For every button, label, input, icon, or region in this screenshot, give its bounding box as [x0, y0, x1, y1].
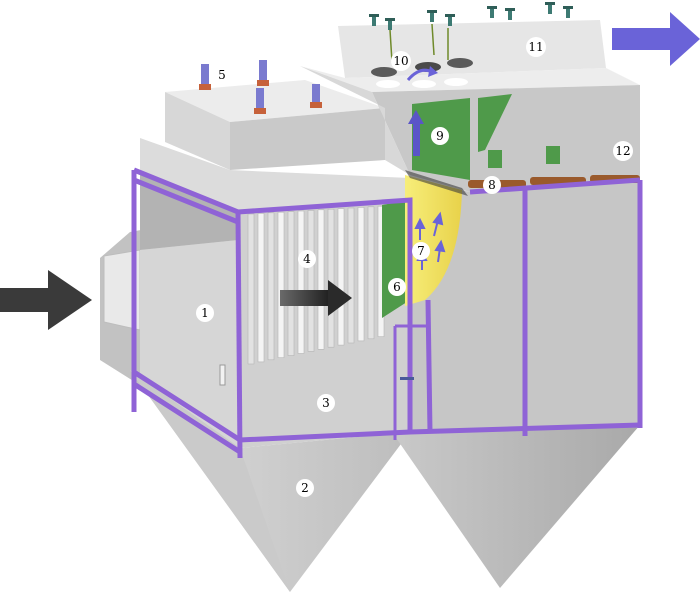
svg-text:5: 5 [218, 68, 226, 82]
callout-4: 4 [298, 250, 316, 268]
callout-7: 7 [412, 242, 430, 260]
callout-11: 11 [526, 37, 546, 57]
pulse-valves-right [369, 2, 573, 63]
callout-3: 3 [317, 394, 335, 412]
baffle-fin [337, 208, 345, 346]
svg-text:2: 2 [301, 481, 309, 495]
callout-8: 8 [483, 176, 501, 194]
baffle-fin [257, 213, 265, 363]
baffle-fin [347, 207, 355, 344]
outlet-arrow [612, 12, 700, 66]
svg-text:12: 12 [615, 144, 630, 158]
callout-5: 5 [213, 66, 231, 84]
callout-markers: 1 2 3 4 5 6 7 8 9 10 11 12 [196, 37, 633, 497]
svg-text:7: 7 [417, 244, 425, 258]
baffle-fin [367, 206, 375, 340]
internal-flow-arrow [280, 280, 352, 316]
svg-text:11: 11 [528, 40, 543, 54]
outlet-ports [371, 58, 473, 88]
baffle-fin [277, 211, 285, 358]
support-frame [131, 167, 643, 459]
svg-text:8: 8 [488, 178, 496, 192]
svg-text:6: 6 [393, 280, 401, 294]
svg-text:4: 4 [303, 252, 311, 266]
inlet-arrow [0, 270, 92, 330]
svg-text:1: 1 [201, 306, 209, 320]
baffle-fin [357, 207, 365, 342]
baffle-fin [327, 208, 335, 348]
baffle-fin [267, 212, 275, 361]
callout-12: 12 [613, 141, 633, 161]
svg-text:3: 3 [322, 396, 330, 410]
baffle-fin [297, 210, 305, 354]
callout-2: 2 [296, 479, 314, 497]
pulse-valves-left [199, 60, 322, 114]
inlet-baffle-fins [247, 205, 385, 365]
baffle-fin [287, 211, 295, 356]
left-plenum [165, 80, 385, 170]
svg-text:10: 10 [393, 54, 408, 68]
baffle-fin [247, 213, 255, 365]
callout-1: 1 [196, 304, 214, 322]
callout-6: 6 [388, 278, 406, 296]
baffle-fin [307, 210, 315, 352]
callout-9: 9 [431, 127, 449, 145]
svg-text:9: 9 [436, 129, 444, 143]
callout-10: 10 [391, 51, 411, 71]
baffle-fin [317, 209, 325, 350]
